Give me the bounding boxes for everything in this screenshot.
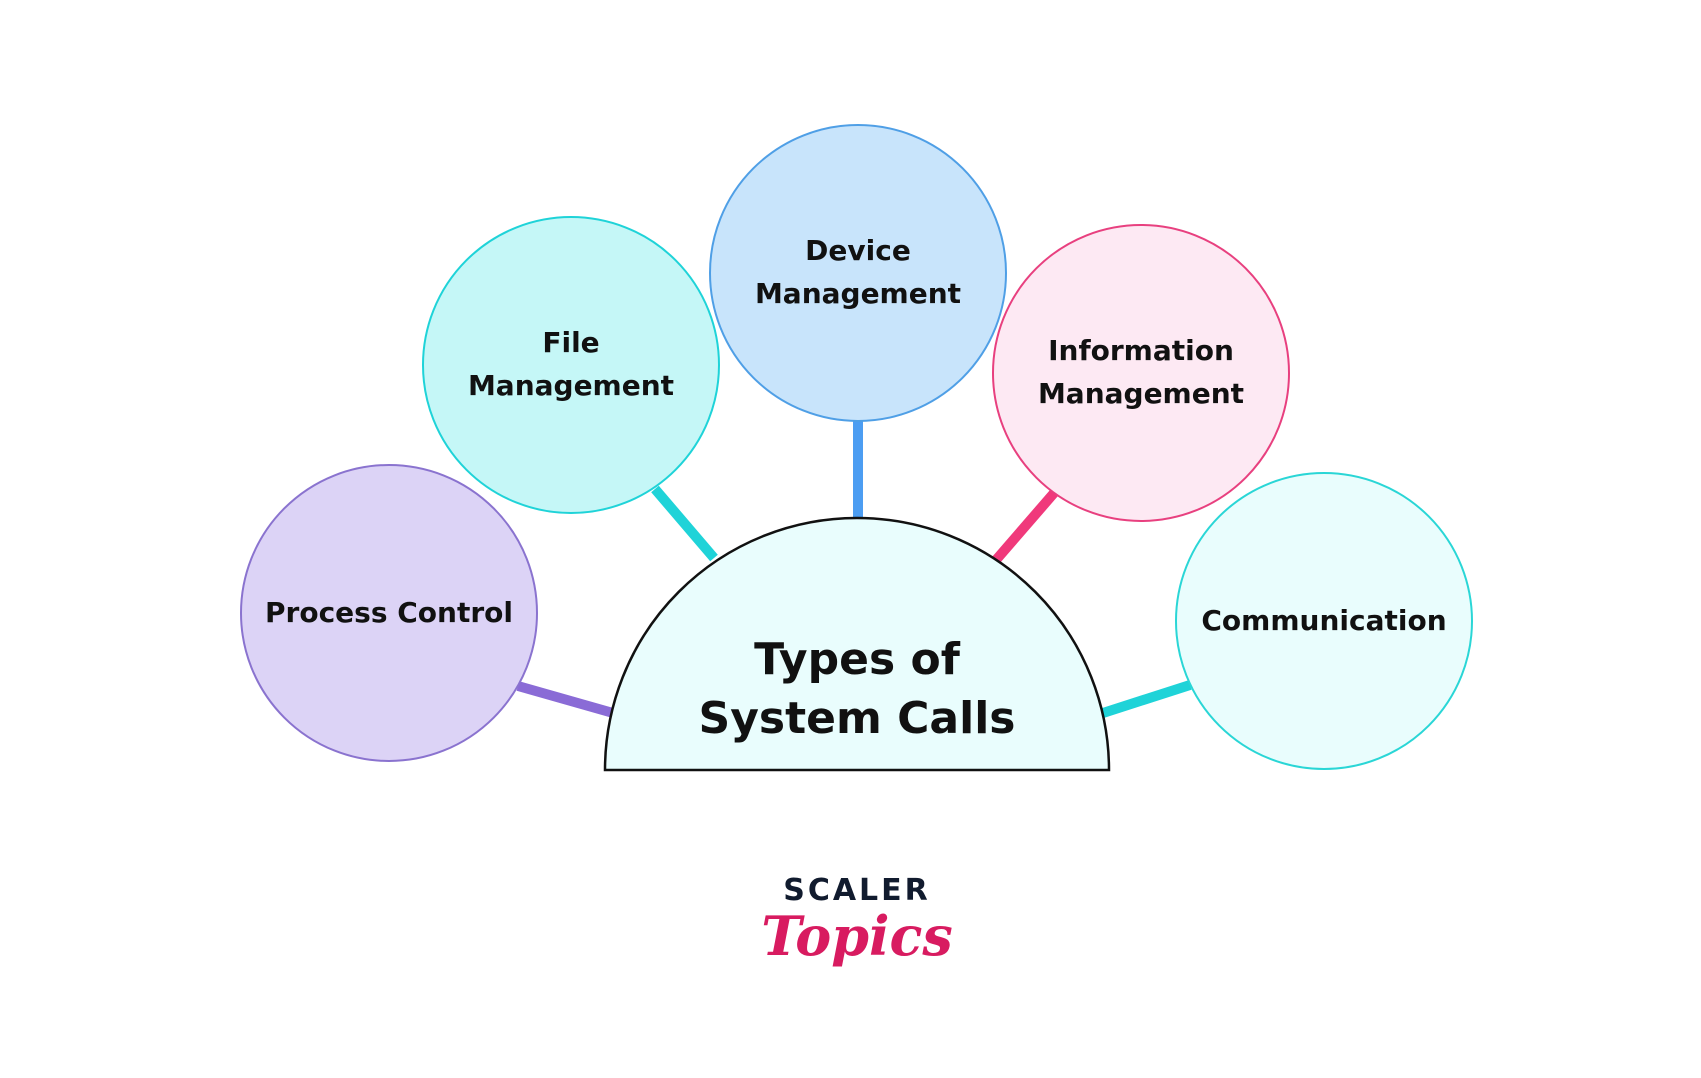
node-process-control: Process Control [240, 464, 538, 762]
node-label-line2: Management [755, 277, 961, 310]
node-label: Communication [1201, 604, 1446, 637]
center-title-line2: System Calls [699, 693, 1016, 744]
node-information-management: Information Management [992, 224, 1290, 522]
brand-top-text: SCALER [783, 873, 931, 908]
connector-information-management [992, 489, 1058, 564]
node-label-line1: Information [1048, 334, 1234, 367]
node-file-management: File Management [422, 216, 720, 514]
center-title-line1: Types of [754, 634, 961, 685]
node-communication: Communication [1175, 472, 1473, 770]
scaler-topics-logo: SCALER Topics [761, 873, 953, 968]
node-label-line1: File [542, 326, 599, 359]
node-label: Process Control [265, 596, 513, 629]
node-label-line1: Device [805, 234, 911, 267]
connector-process-control [516, 681, 615, 718]
center-semicircle [603, 516, 1111, 772]
node-label-line2: Management [468, 369, 674, 402]
brand-bottom-text: Topics [761, 904, 953, 968]
connector-file-management [651, 485, 718, 562]
connector-communication [1101, 680, 1192, 718]
node-label-line2: Management [1038, 377, 1244, 410]
node-device-management: Device Management [709, 124, 1007, 422]
